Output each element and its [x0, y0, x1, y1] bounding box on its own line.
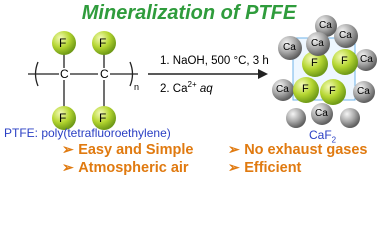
caf2-formula: CaF2 [309, 128, 337, 145]
carbon-label: C [60, 67, 69, 81]
feature-label: Easy and Simple [78, 142, 194, 158]
carbon-label: C [100, 67, 109, 81]
fluorine-atom [320, 79, 346, 105]
ptfe-structure [28, 15, 377, 130]
calcium-atom [353, 81, 375, 103]
fluorine-label: F [59, 36, 67, 50]
fluorine-label: F [59, 111, 67, 125]
calcium-atom [315, 15, 337, 37]
right-bracket [129, 61, 134, 87]
fluorine-atom [92, 106, 116, 130]
calcium-atom [278, 36, 302, 60]
left-bracket [34, 61, 39, 87]
diagram-title: Mineralization of PTFE [81, 2, 297, 24]
fluorine-atom [332, 49, 358, 75]
bullet-arrow-icon: ➢ [62, 141, 74, 157]
repeat-subscript: n [134, 82, 140, 92]
calcium-label: Ca [360, 54, 373, 65]
feature-item: ➢ Efficient [228, 159, 301, 177]
fluorine-atom [293, 77, 319, 103]
calcium-label: Ca [311, 38, 324, 49]
fluorine-atom [52, 106, 76, 130]
feature-label: Efficient [244, 160, 302, 176]
fluorine-label: F [329, 85, 336, 97]
bullet-arrow-icon: ➢ [228, 141, 240, 157]
fluorine-atom [302, 51, 328, 77]
feature-item: ➢ Easy and Simple [62, 141, 193, 159]
calcium-atom [306, 32, 330, 56]
calcium-atom [272, 79, 294, 101]
calcium-label: Ca [276, 84, 289, 95]
calcium-atom [311, 103, 333, 125]
calcium-label: Ca [315, 108, 328, 119]
fluorine-label: F [341, 55, 348, 67]
feature-label: Atmospheric air [78, 160, 189, 176]
feature-label: No exhaust gases [244, 142, 368, 158]
bullet-arrow-icon: ➢ [228, 159, 240, 175]
calcium-atom [286, 108, 306, 128]
calcium-atom [340, 108, 360, 128]
fluorine-label: F [302, 83, 309, 95]
calcium-label: Ca [319, 20, 332, 31]
bullet-arrow-icon: ➢ [62, 159, 74, 175]
ptfe-caption: PTFE: poly(tetrafluoroethylene) [4, 126, 171, 140]
calcium-atom [334, 24, 358, 48]
calcium-label: Ca [357, 86, 370, 97]
reaction-step-2: 2. Ca2+ aq [160, 80, 213, 95]
reaction-arrowhead [258, 69, 268, 79]
fluorine-atom [52, 31, 76, 55]
fluorine-atom [92, 31, 116, 55]
fluorine-label: F [99, 111, 107, 125]
calcium-label: Ca [283, 42, 296, 53]
feature-item: ➢ Atmospheric air [62, 159, 189, 177]
fluorine-label: F [99, 36, 107, 50]
caf2-crystal [272, 15, 377, 128]
reaction-step-1: 1. NaOH, 500 °C, 3 h [160, 55, 269, 67]
fluorine-label: F [311, 57, 318, 69]
calcium-label: Ca [339, 30, 352, 41]
calcium-atom [355, 49, 377, 71]
feature-item: ➢ No exhaust gases [228, 141, 368, 159]
